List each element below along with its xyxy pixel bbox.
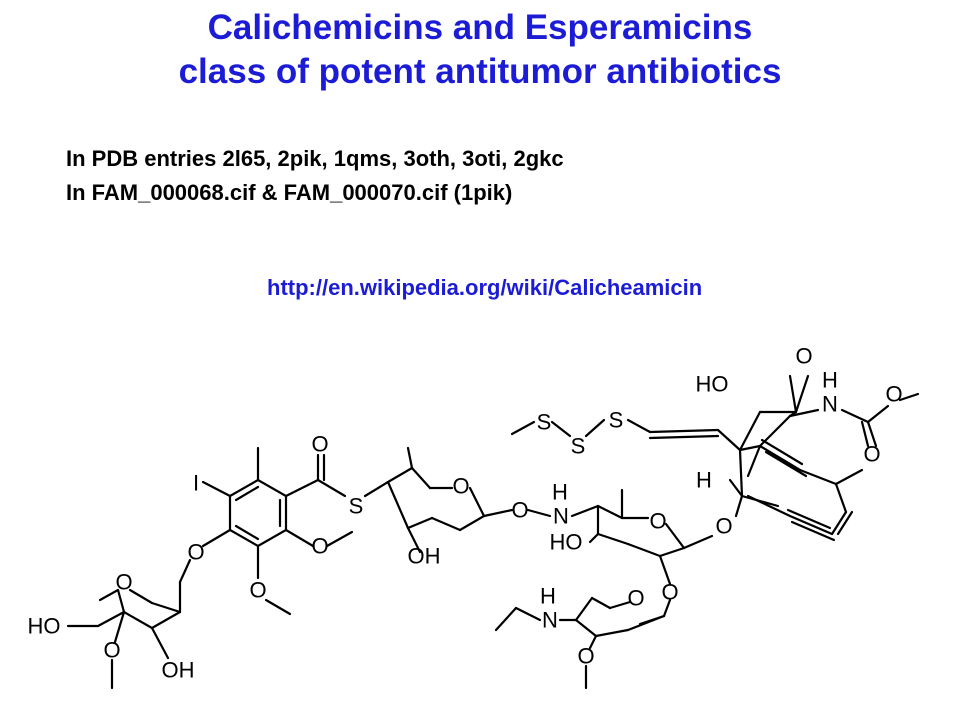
s-2-label: S bbox=[571, 434, 586, 459]
title-line-2: class of potent antitumor antibiotics bbox=[178, 52, 782, 91]
carbamate-o1-label: O bbox=[885, 382, 902, 407]
s-3-label: S bbox=[609, 408, 624, 433]
ome-o-4-label: O bbox=[103, 638, 120, 663]
n-1-label: N bbox=[553, 504, 569, 529]
pdb-entries: In PDB entries 2l65, 2pik, 1qms, 3oth, 3… bbox=[66, 142, 564, 210]
ring-o-1-label: O bbox=[452, 474, 469, 499]
slide-title: Calichemicins and Esperamicins class of … bbox=[0, 6, 960, 94]
carbamate-o2-label: O bbox=[863, 442, 880, 467]
carbonyl-o-label: O bbox=[311, 432, 328, 457]
oh-4-label: OH bbox=[162, 658, 195, 683]
s-1-label: S bbox=[537, 410, 552, 435]
benzene-ring bbox=[228, 478, 288, 548]
ether-o-label: O bbox=[715, 514, 732, 539]
oh-1-label: OH bbox=[408, 544, 441, 569]
nh-h-label: H bbox=[822, 368, 838, 393]
aryl-ome-2-label: O bbox=[249, 578, 266, 603]
ketone-o-label: O bbox=[795, 344, 812, 369]
glyco-o-2-label: O bbox=[661, 580, 678, 605]
ome-o-3-label: O bbox=[577, 644, 594, 669]
ring-o-2-label: O bbox=[649, 509, 666, 534]
ho-2-label: HO bbox=[28, 614, 61, 639]
h-stereo-label: H bbox=[696, 468, 712, 493]
ring-o-4-label: O bbox=[115, 570, 132, 595]
pdb-line-1: In PDB entries 2l65, 2pik, 1qms, 3oth, 3… bbox=[66, 146, 564, 171]
wikipedia-link[interactable]: http://en.wikipedia.org/wiki/Calicheamic… bbox=[267, 275, 703, 300]
ho-1-label: HO bbox=[550, 530, 583, 555]
n-2-label: N bbox=[542, 608, 558, 633]
link-o-1-label: O bbox=[511, 498, 528, 523]
n-h-2-label: H bbox=[540, 584, 556, 609]
thioester-s-label: S bbox=[349, 494, 364, 519]
ho-3-label: HO bbox=[696, 372, 729, 397]
pdb-line-2: In FAM_000068.cif & FAM_000070.cif (1pik… bbox=[66, 180, 513, 205]
iodine-label: I bbox=[193, 471, 199, 496]
aryl-ome-1-label: O bbox=[311, 534, 328, 559]
ring-o-3-label: O bbox=[627, 586, 644, 611]
nh-n-label: N bbox=[822, 392, 838, 417]
calicheamicin-structure: I O S O OH O H N O HO O O H N O O O O O … bbox=[28, 344, 920, 690]
n-h-label: H bbox=[552, 480, 568, 505]
title-line-1: Calichemicins and Esperamicins bbox=[207, 8, 753, 47]
aryl-link-o-label: O bbox=[187, 540, 204, 565]
